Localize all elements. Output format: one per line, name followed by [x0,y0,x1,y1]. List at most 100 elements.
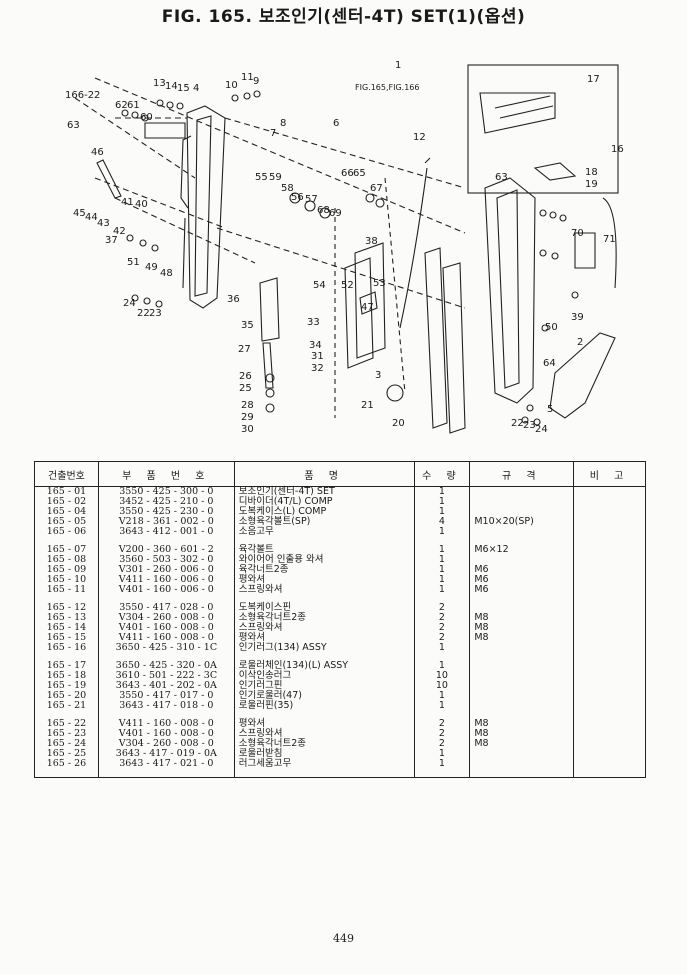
callout-label: 57 [305,194,318,205]
spec-cell [469,537,575,545]
part-name-cell: 인기로울러(47) [233,691,415,701]
quantity-cell: 1 [413,643,471,653]
spec-cell: M6 [469,565,575,575]
part-number-cell: V401 - 160 - 008 - 0 [97,729,235,739]
part-name-cell: 스프링와셔 [233,729,415,739]
part-name-cell [233,653,415,661]
spec-cell [469,661,575,671]
part-name-cell: 이삭인송러그 [233,671,415,681]
part-number-cell: 3550 - 425 - 300 - 0 [97,486,235,497]
table-bottom-cell [469,769,575,778]
callout-label: 28 [241,400,254,411]
callout-label: 21 [361,400,374,411]
part-name-cell: 보조인기(센터-4T) SET [233,486,415,497]
callout-label: 12 [413,132,426,143]
header-part-number: 부 품 번 호 [97,461,235,487]
part-name-cell: 인기러그핀 [233,681,415,691]
spec-cell: M6×12 [469,545,575,555]
callout-label: 25 [239,383,252,394]
callout-label: 40 [135,199,148,210]
part-name-cell [233,711,415,719]
part-name-cell: 평와셔 [233,719,415,729]
callout-label: 37 [105,235,118,246]
part-name-cell [233,595,415,603]
drawing-number-cell: 165 - 16 [34,643,99,653]
callout-label: 11 [241,72,254,83]
part-number-cell: V301 - 260 - 006 - 0 [97,565,235,575]
part-number-cell: V304 - 260 - 008 - 0 [97,739,235,749]
callout-label: 23 [149,308,162,319]
spec-cell: M8 [469,729,575,739]
spec-cell: M8 [469,719,575,729]
part-name-cell: 소음고무 [233,527,415,537]
part-number-cell: 3650 - 425 - 320 - 0A [97,661,235,671]
callout-label: 43 [97,218,110,229]
part-number-cell: 3643 - 417 - 019 - 0A [97,749,235,759]
exploded-parts-diagram: 166-22 1 FIG.165,FIG.166 17 13 14 15 4 1… [65,60,624,435]
part-number-cell: V411 - 160 - 006 - 0 [97,575,235,585]
part-number-cell [97,595,235,603]
remarks-cell [573,661,646,671]
callout-label: 22 [137,308,150,319]
right-divider-frame [484,177,536,404]
callout-label: 67 [370,183,383,194]
callout-label: 33 [307,317,320,328]
part-name-cell: 평와셔 [233,633,415,643]
header-quantity: 수 량 [413,461,471,487]
callout-label: 70 [571,228,584,239]
detail-inset-box [467,64,619,194]
part-number-cell: 3643 - 417 - 018 - 0 [97,701,235,711]
header-part-name: 품 명 [233,461,415,487]
callout-label: 31 [311,351,324,362]
remarks-cell [573,603,646,613]
part-number-cell: V401 - 160 - 008 - 0 [97,623,235,633]
part-number-cell: 3643 - 412 - 001 - 0 [97,527,235,537]
callout-label: 32 [311,363,324,374]
callout-label: 63 [67,120,80,131]
callout-label: 22 [511,418,524,429]
callout-label: 34 [309,340,322,351]
quantity-cell: 1 [413,701,471,711]
callout-label: 13 [153,78,166,89]
figure-title: FIG. 165. 보조인기(센터-4T) SET(1)(옵션) [161,7,526,27]
part-number-cell: 3560 - 503 - 302 - 0 [97,555,235,565]
part-number-cell [97,711,235,719]
part-name-cell: 러그세움고무 [233,759,415,769]
callout-label: 36 [227,294,240,305]
part-number-cell [97,653,235,661]
part-number-cell: 3650 - 425 - 310 - 1C [97,643,235,653]
spec-cell [469,527,575,537]
remarks-cell [573,565,646,575]
left-divider-frame [186,105,226,309]
part-number-cell: V411 - 160 - 008 - 0 [97,719,235,729]
part-name-cell: 인기러그(134) ASSY [233,643,415,653]
remarks-cell [573,691,646,701]
spec-cell: M8 [469,739,575,749]
part-number-cell: 3550 - 425 - 230 - 0 [97,507,235,517]
callout-label: 7 [270,128,276,139]
callout-label: 51 [127,257,140,268]
spec-cell [469,555,575,565]
callout-label: 44 [85,212,98,223]
part-number-cell: 3643 - 417 - 021 - 0 [97,759,235,769]
remarks-cell [573,527,646,537]
part-number-cell: V401 - 160 - 006 - 0 [97,585,235,595]
callout-label: 69 [329,208,342,219]
part-number-cell: V411 - 160 - 008 - 0 [97,633,235,643]
callout-label: 27 [238,344,251,355]
part-name-cell: 와이어어 인출용 와셔 [233,555,415,565]
part-number-cell [97,537,235,545]
remarks-cell [573,739,646,749]
part-name-cell: 도복케이스(L) COMP [233,507,415,517]
spec-cell [469,749,575,759]
callout-label: 24 [535,424,548,435]
